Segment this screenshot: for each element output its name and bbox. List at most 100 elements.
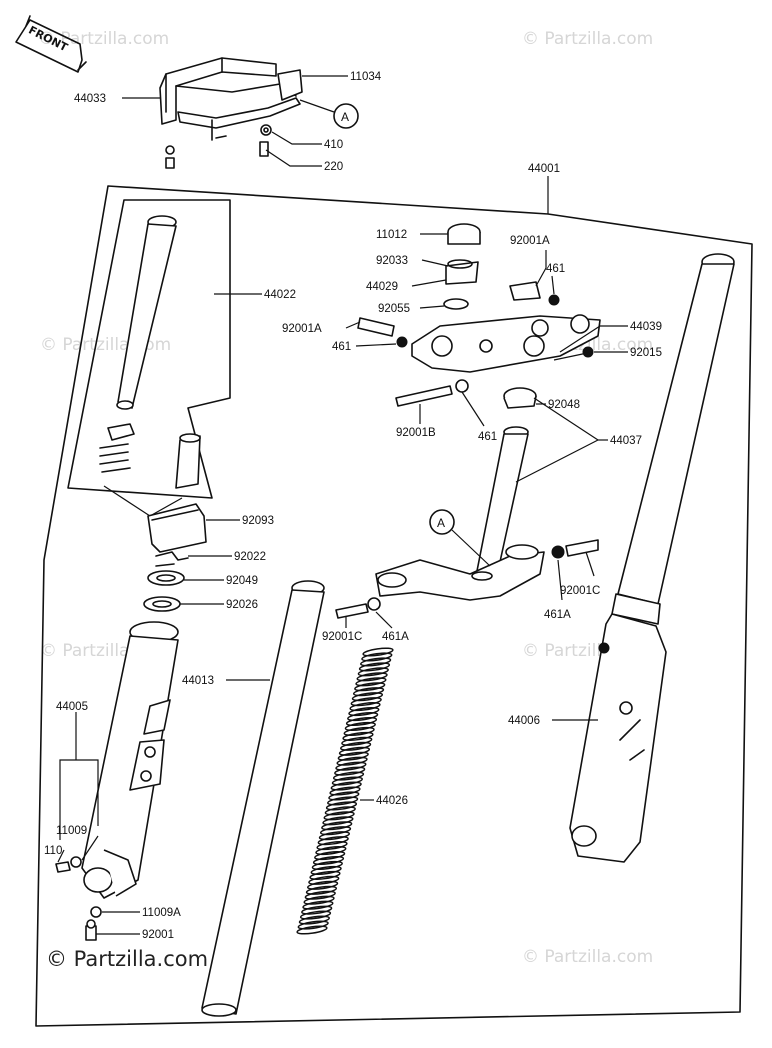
- spring-coil: [335, 761, 367, 771]
- part-label: 44033: [74, 93, 106, 105]
- watermark: © Partzilla.com: [38, 29, 169, 49]
- part-label: 410: [324, 139, 343, 151]
- part-label: 220: [324, 161, 343, 173]
- spring-coil: [362, 647, 394, 657]
- part-label: 44013: [182, 675, 214, 687]
- callout-a-marker: A: [429, 509, 491, 567]
- spring-coil: [341, 736, 373, 746]
- spring-coil: [332, 771, 365, 781]
- part-label: 11009A: [142, 907, 181, 919]
- spring-coil: [343, 726, 375, 736]
- part-label: 44037: [610, 435, 642, 447]
- part-label: 44001: [528, 163, 560, 175]
- steering-stem: [335, 426, 599, 619]
- spring-coil: [351, 692, 384, 702]
- spring-coil: [354, 682, 386, 692]
- part-label: 461: [546, 263, 565, 275]
- spring-coil: [350, 697, 382, 707]
- spring-coil: [334, 766, 366, 776]
- spring-coil: [314, 850, 346, 861]
- watermark: © Partzilla.com: [522, 29, 653, 49]
- spring-coil: [349, 702, 381, 712]
- part-label: 92001C: [322, 631, 362, 643]
- right-fork-leg: [569, 253, 735, 863]
- spring-coil: [319, 826, 352, 836]
- headlight-bracket: [159, 57, 303, 169]
- spring-coil: [304, 890, 336, 900]
- spring-coil: [330, 781, 362, 791]
- spring-coil: [361, 652, 393, 662]
- spring-coil: [311, 860, 343, 871]
- part-label: 92001A: [510, 235, 550, 247]
- spring-coil: [338, 746, 371, 756]
- part-label: 92001: [142, 929, 174, 941]
- spring-coil: [325, 801, 358, 811]
- spring-coil: [356, 672, 388, 682]
- spring-coil: [301, 905, 333, 915]
- spring-coil: [321, 821, 353, 831]
- spring-coil: [303, 895, 335, 905]
- callout-a-letter: A: [437, 516, 445, 530]
- part-label: 44006: [508, 715, 540, 727]
- watermark-main: © Partzilla.com: [46, 947, 208, 971]
- spring-coil: [322, 816, 354, 826]
- spring-coil: [315, 846, 347, 856]
- watermark: © Partzilla.com: [40, 335, 171, 355]
- spring-coil: [336, 756, 368, 766]
- part-label: 11009: [56, 825, 87, 837]
- part-label: 92001C: [560, 585, 600, 597]
- leader-lines: [57, 75, 628, 935]
- spring-coil: [318, 831, 351, 841]
- spring-coil: [312, 855, 345, 866]
- inner-tube-44022: [99, 215, 201, 489]
- part-label: 11012: [376, 229, 407, 241]
- part-label: 461: [478, 431, 497, 443]
- part-label: 92001A: [282, 323, 322, 335]
- spring-coil: [316, 841, 348, 851]
- spring-coil: [360, 657, 392, 667]
- upper-triple-clamp: [357, 223, 601, 409]
- spring-coil: [358, 662, 391, 672]
- inner-kit-outline: [67, 199, 231, 499]
- spring-coil: [297, 920, 329, 930]
- seal-stack: [143, 503, 207, 612]
- spring-coil: [310, 865, 342, 875]
- spring-coil: [357, 667, 389, 677]
- part-label: 92001B: [396, 427, 436, 439]
- spring-coil: [306, 880, 339, 890]
- spring-coil: [327, 796, 359, 806]
- spring-coil: [342, 731, 374, 741]
- part-label: 92015: [630, 347, 662, 359]
- fork-spring: [296, 647, 394, 935]
- part-label: 92049: [226, 575, 258, 587]
- spring-coil: [348, 707, 380, 717]
- part-label: 44029: [366, 281, 398, 293]
- part-label: 461: [332, 341, 351, 353]
- spring-coil: [298, 915, 330, 925]
- part-label: 92048: [548, 399, 580, 411]
- part-label: 11034: [350, 71, 382, 83]
- spring-coil: [339, 741, 372, 751]
- spring-coil: [355, 677, 387, 687]
- spring-coil: [309, 870, 341, 880]
- spring-coil: [302, 900, 334, 910]
- part-label: 92026: [226, 599, 258, 611]
- spring-coil: [324, 806, 356, 816]
- spring-coil: [347, 711, 379, 722]
- spring-coil: [296, 925, 328, 935]
- watermark: © Partzilla.com: [522, 947, 653, 967]
- part-label: 461A: [544, 609, 571, 621]
- part-label: 92022: [234, 551, 266, 563]
- leader-line: [103, 485, 183, 517]
- spring-coil: [299, 910, 332, 920]
- spring-coil: [331, 776, 363, 786]
- spring-coil: [352, 687, 385, 697]
- left-fork-leg: [55, 621, 179, 941]
- part-label: 44026: [376, 795, 408, 807]
- spring-coil: [308, 875, 340, 885]
- part-label: 92033: [376, 255, 408, 267]
- part-label: 44039: [630, 321, 662, 333]
- part-label: 92093: [242, 515, 274, 527]
